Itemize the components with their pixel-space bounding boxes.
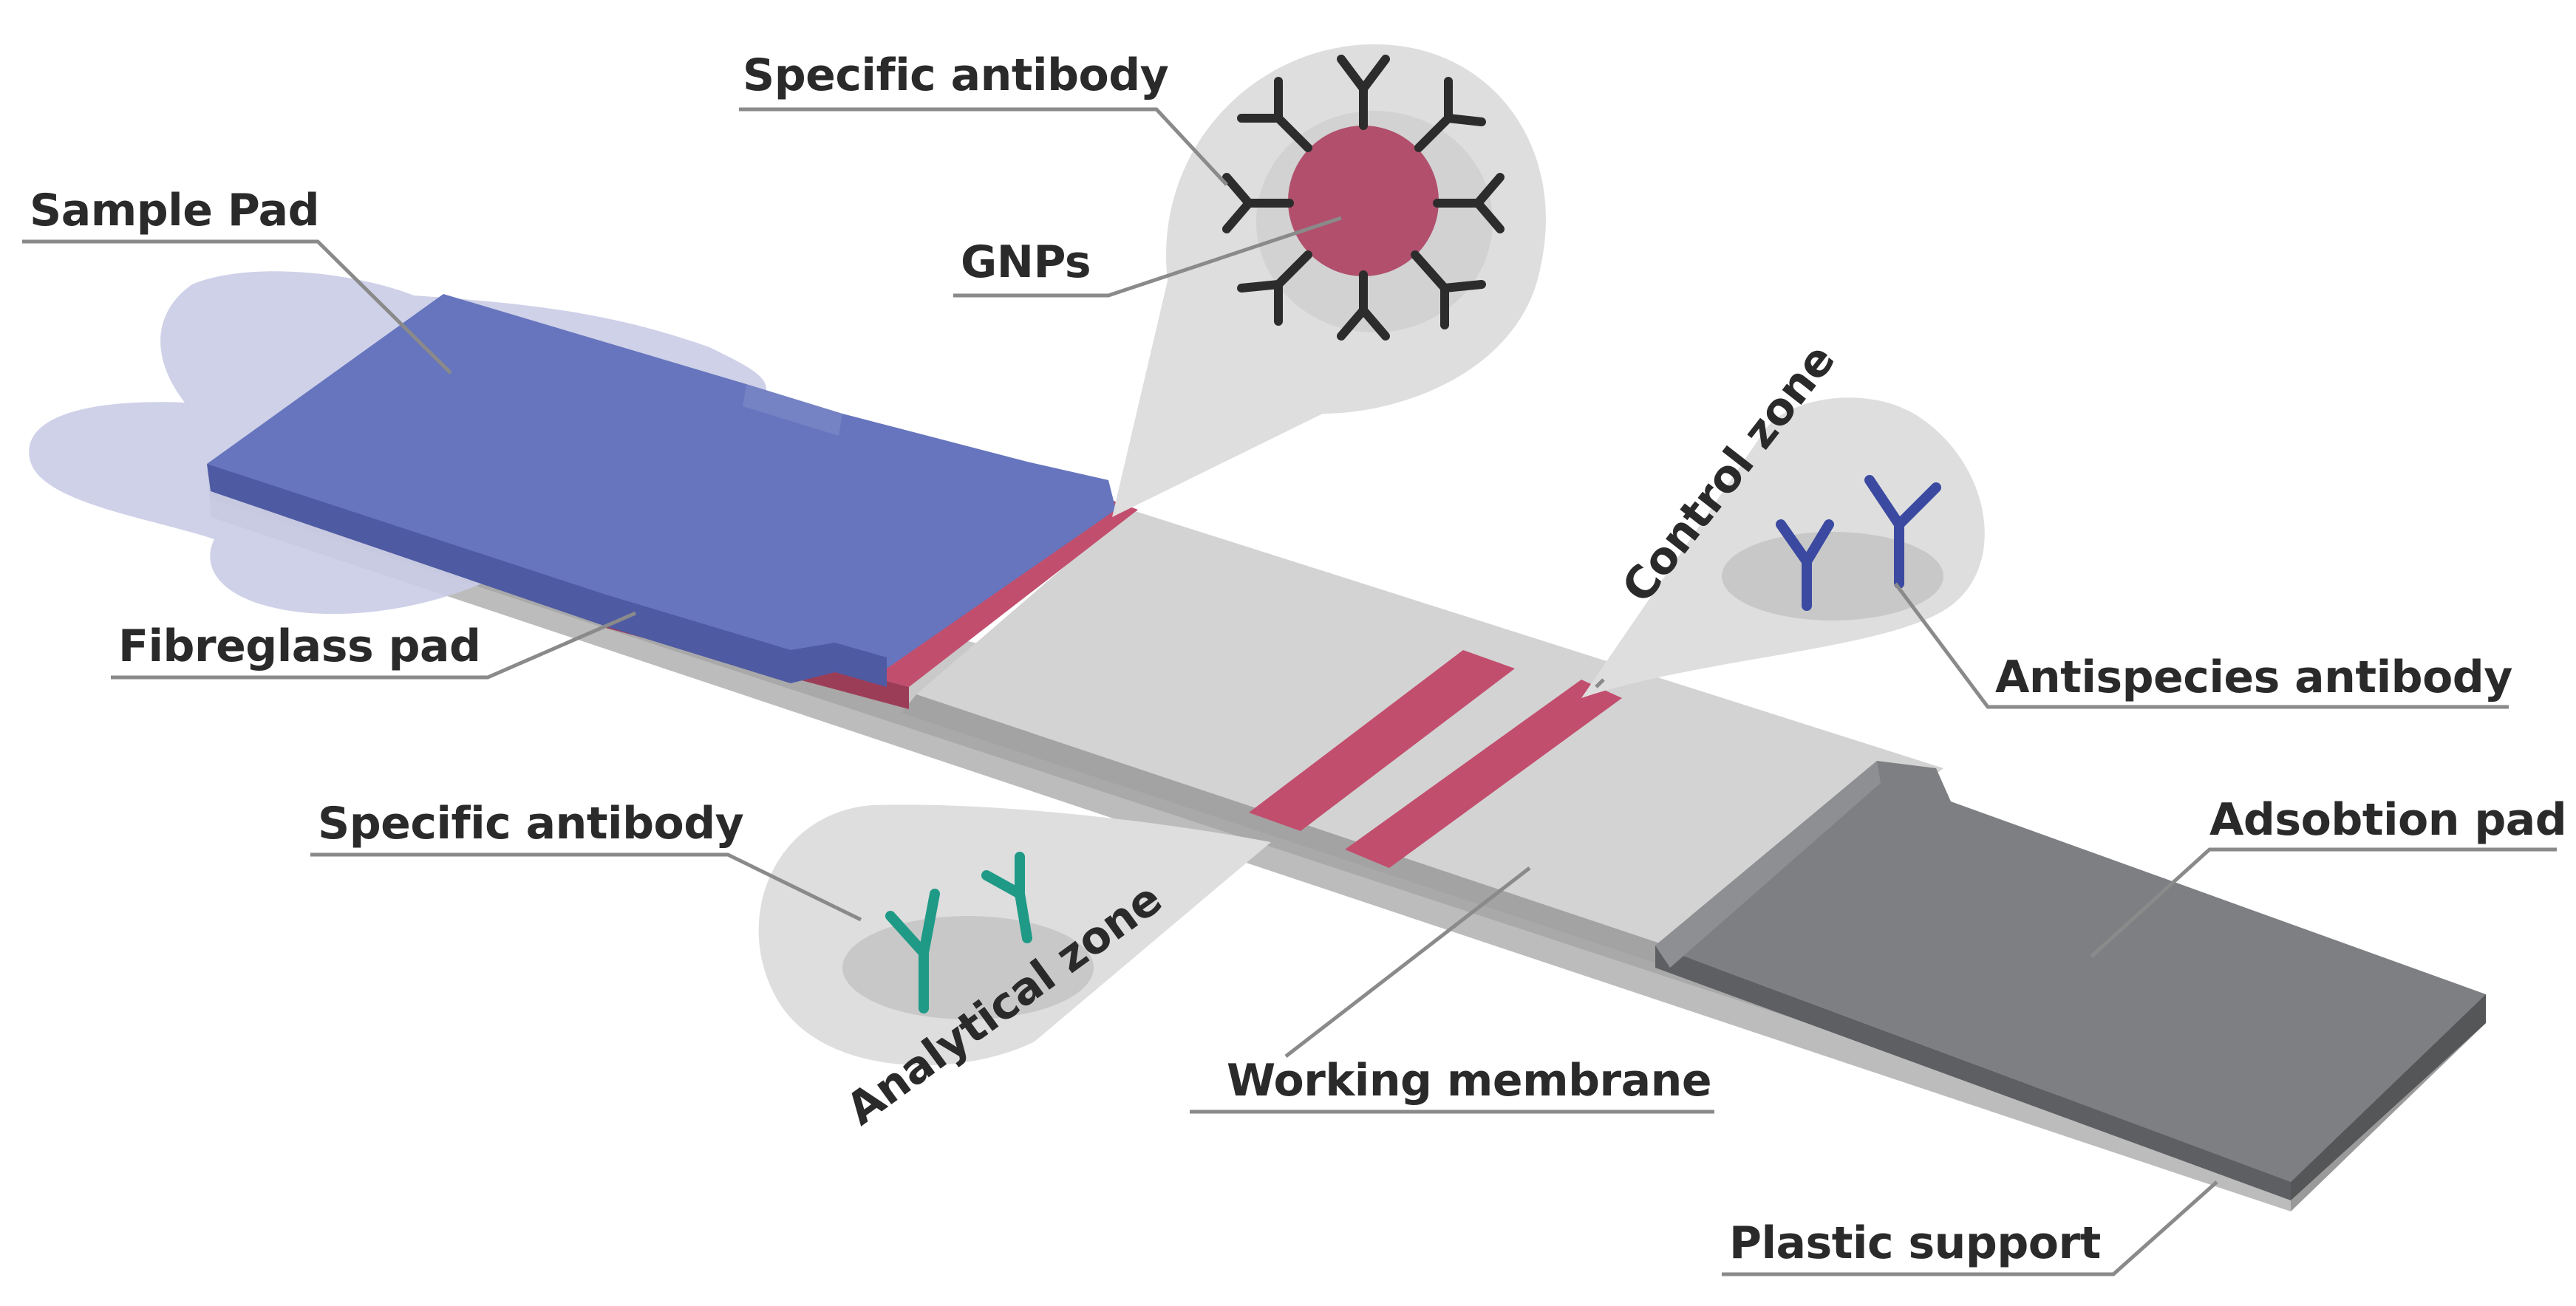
label-sample-pad: Sample Pad	[30, 185, 319, 236]
label-working-membrane: Working membrane	[1227, 1055, 1711, 1107]
adsorption-pad	[1655, 761, 2486, 1200]
antispecies-antibody-icon	[1722, 475, 1943, 620]
working-membrane	[902, 510, 1943, 975]
specific-antibody-icon	[842, 852, 1094, 1019]
label-specific-antibody-top: Specific antibody	[743, 49, 1169, 101]
label-adsorption-pad: Adsobtion pad	[2209, 794, 2566, 846]
leader-lines	[22, 107, 2557, 1276]
label-fibreglass-pad: Fibreglass pad	[118, 620, 481, 672]
gnp-particle	[1256, 111, 1493, 332]
label-specific-antibody-bottom: Specific antibody	[318, 798, 744, 849]
sample-pad	[207, 294, 1116, 687]
control-zone-line	[1345, 680, 1622, 868]
analytical-zone-line	[1249, 650, 1515, 831]
label-plastic-support: Plastic support	[1729, 1217, 2101, 1269]
label-antispecies-antibody: Antispecies antibody	[1995, 652, 2512, 703]
label-gnps: GNPs	[961, 236, 1091, 288]
gnp-antibodies	[1222, 55, 1505, 341]
